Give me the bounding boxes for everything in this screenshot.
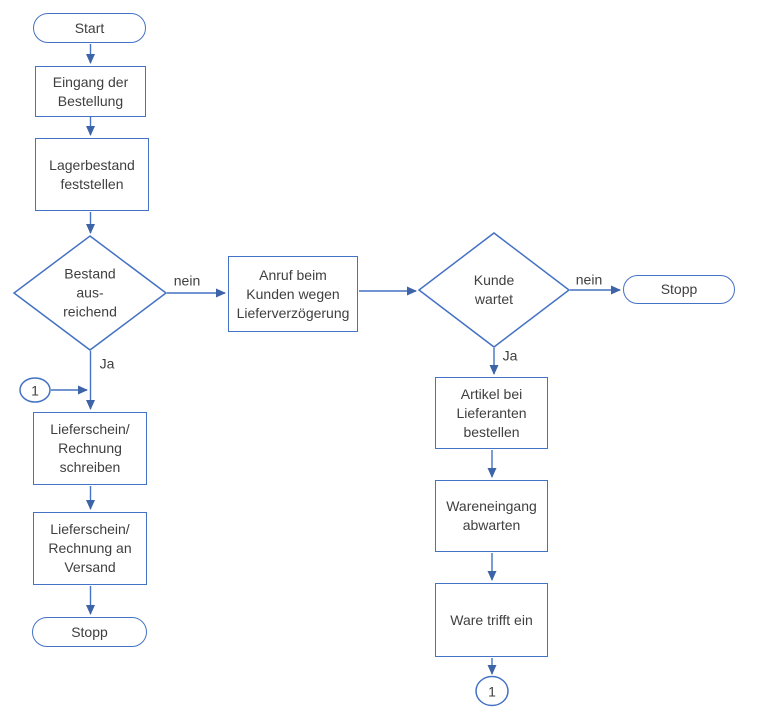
- node-stopp-rechts-label: Stopp: [660, 281, 698, 297]
- node-artikel-bestellen: Artikel bei Lieferanten bestellen: [435, 377, 548, 449]
- connector-1-bottom-label: 1: [488, 683, 496, 700]
- node-stopp-links-label: Stopp: [71, 623, 108, 640]
- node-start: Start: [33, 13, 146, 43]
- edge-label-kunde-nein: nein: [575, 271, 603, 288]
- node-eingang-label: Eingang der Bestellung: [52, 73, 129, 109]
- decision-kunde-wartet-shape: [417, 232, 571, 348]
- node-wareneingang-abwarten: Wareneingang abwarten: [435, 480, 548, 552]
- node-lagerbestand-feststellen: Lagerbestand feststellen: [35, 138, 149, 211]
- connector-1-bottom-shape: [475, 675, 509, 707]
- node-ware-trifft-ein: Ware trifft ein: [435, 583, 548, 657]
- node-lieferschein-schreiben: Lieferschein/ Rechnung schreiben: [33, 412, 147, 485]
- decision-bestand-ausreichend-shape: [12, 235, 168, 351]
- node-stopp-links: Stopp: [32, 617, 147, 647]
- node-stopp-rechts: Stopp: [623, 275, 735, 304]
- node-start-label: Start: [74, 19, 105, 36]
- node-eingang-der-bestellung: Eingang der Bestellung: [35, 66, 146, 117]
- edge-label-bestand-nein: nein: [173, 272, 201, 289]
- decision-bestand-ausreichend-label: Bestand aus- reichend: [63, 265, 117, 320]
- edge-label-kunde-ja: Ja: [502, 347, 518, 364]
- node-lieferschein-versand-label: Lieferschein/ Rechnung an Versand: [48, 521, 132, 575]
- node-artikel-label: Artikel bei Lieferanten bestellen: [456, 385, 527, 440]
- connector-1-left-shape: [19, 377, 51, 403]
- connector-1-left-label: 1: [31, 382, 39, 399]
- decision-kunde-wartet-label: Kunde wartet: [473, 272, 515, 307]
- node-wareneingang-label: Wareneingang abwarten: [446, 498, 537, 533]
- node-anruf-beim-kunden: Anruf beim Kunden wegen Lieferverzögerun…: [228, 256, 358, 332]
- node-lieferschein-versand: Lieferschein/ Rechnung an Versand: [33, 512, 147, 585]
- node-ware-label: Ware trifft ein: [450, 611, 533, 628]
- node-lagerbestand-label: Lagerbestand feststellen: [49, 156, 135, 192]
- edge-label-bestand-ja: Ja: [99, 355, 115, 372]
- node-lieferschein-schreiben-label: Lieferschein/ Rechnung schreiben: [50, 421, 130, 475]
- node-anruf-label: Anruf beim Kunden wegen Lieferverzögerun…: [236, 266, 350, 321]
